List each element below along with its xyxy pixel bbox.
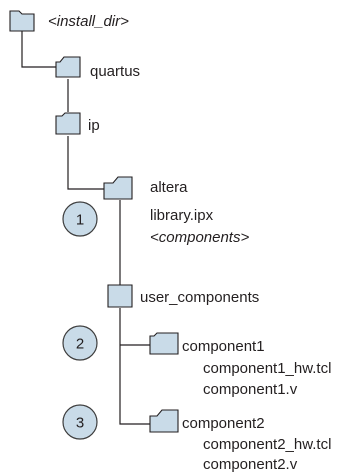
folder-icon — [55, 56, 81, 78]
callout-1: 1 — [62, 201, 98, 237]
folder-icon — [149, 332, 179, 355]
connector-ip-to-altera — [67, 136, 106, 190]
altera-folder-label: altera — [150, 179, 188, 196]
callout-3: 3 — [62, 404, 98, 440]
callout-number: 3 — [76, 415, 84, 432]
callout-number: 2 — [76, 336, 84, 353]
folder-icon — [149, 409, 179, 433]
root-folder-label: <install_dir> — [48, 13, 129, 30]
tree-connector-lines — [21, 31, 150, 425]
component2-folder-label: component2 — [182, 415, 265, 432]
folder-icon — [107, 284, 133, 308]
callout-2: 2 — [62, 325, 98, 361]
ip-folder-label: ip — [88, 117, 100, 134]
callout-number: 1 — [76, 212, 84, 229]
component2-file-label: component2_hw.tcl — [203, 436, 331, 453]
folder-icon — [103, 176, 133, 200]
component1-file-label: component1.v — [203, 381, 298, 398]
components-placeholder-label: <components> — [150, 229, 249, 246]
user-components-folder-label: user_components — [140, 289, 259, 306]
quartus-folder-label: quartus — [90, 63, 140, 80]
folder-icon — [9, 10, 35, 32]
folder-icon — [55, 112, 81, 135]
component1-file-label: component1_hw.tcl — [203, 360, 331, 377]
component1-folder-label: component1 — [182, 338, 265, 355]
library-file-label: library.ipx — [150, 207, 214, 224]
component2-file-label: component2.v — [203, 456, 298, 473]
connector-root-to-quartus — [21, 31, 60, 68]
connector-user-components-to-component2 — [119, 308, 150, 425]
